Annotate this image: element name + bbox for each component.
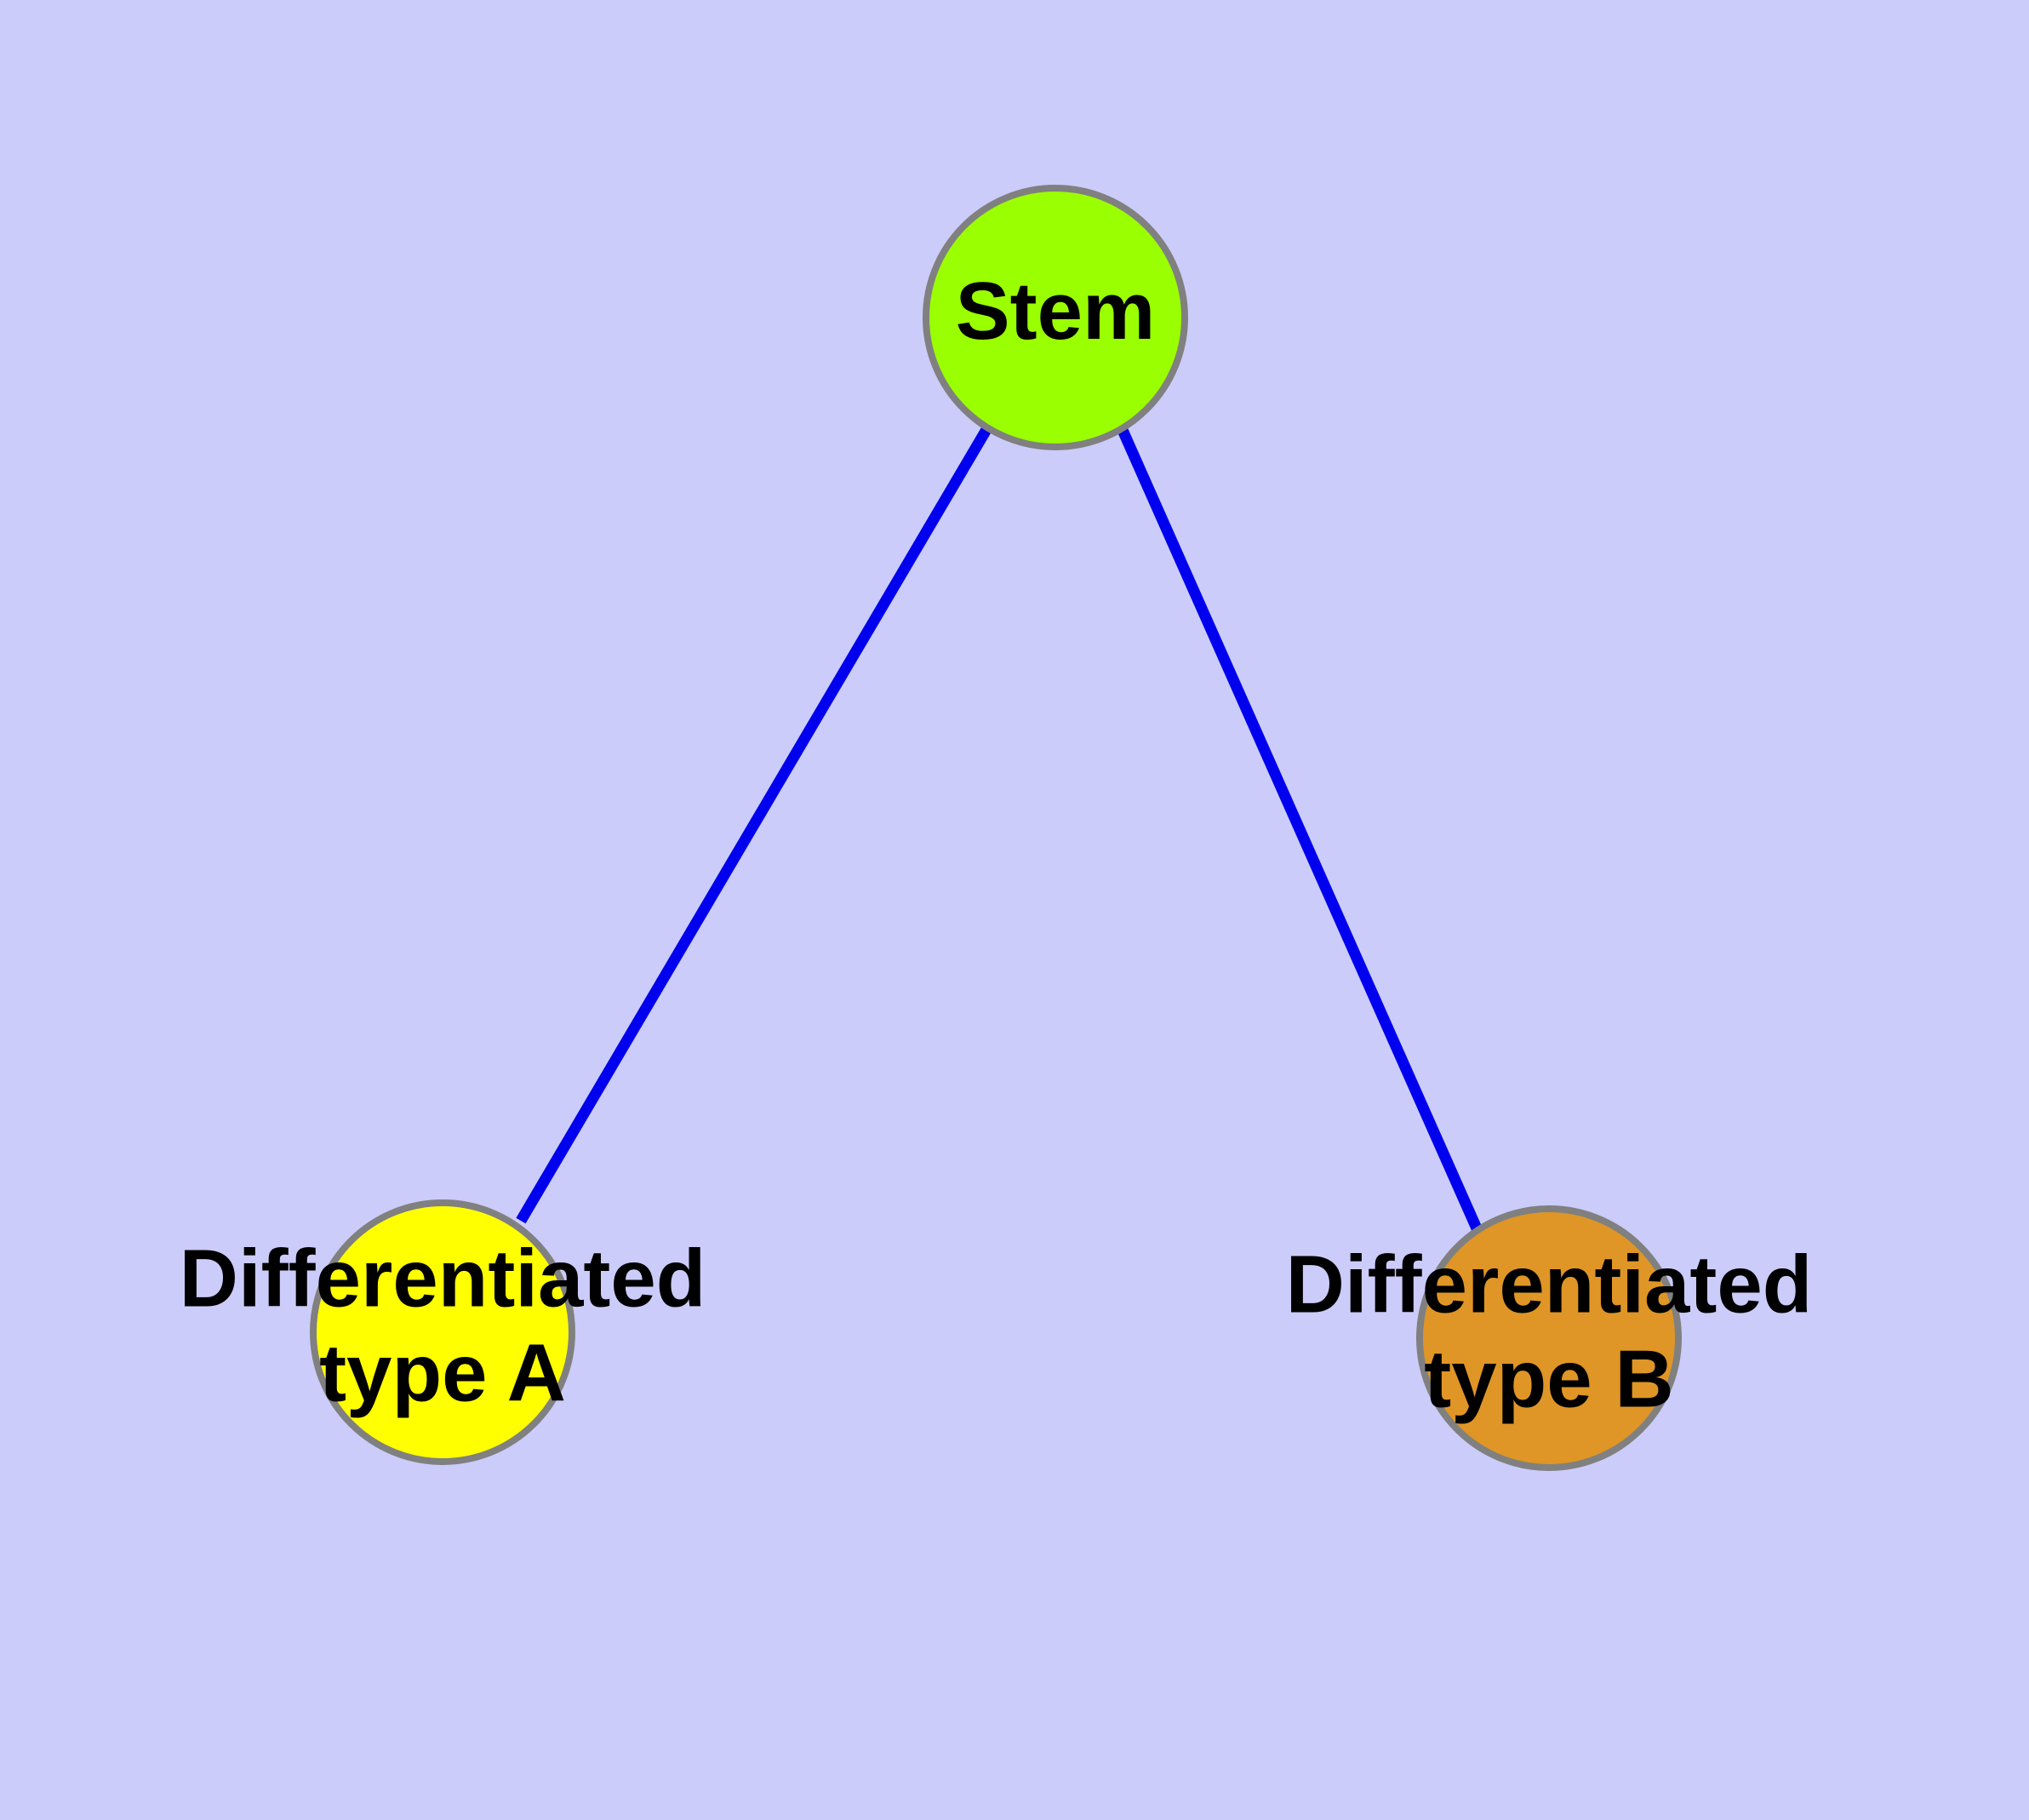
node-label-line: type B: [1424, 1334, 1673, 1425]
node-label-line: Stem: [956, 266, 1156, 357]
node-label-stem: Stem: [956, 266, 1156, 357]
node-label-line: Differentiated: [180, 1233, 706, 1325]
edge-stem-diff-a[interactable]: [516, 425, 992, 1224]
node-circle-diff_a[interactable]: [310, 1199, 575, 1465]
node-stem[interactable]: Stem: [923, 185, 1188, 450]
edges-layer: [516, 425, 1482, 1231]
edge-stem-diff-b[interactable]: [1117, 426, 1482, 1231]
node-circle-diff_b[interactable]: [1416, 1205, 1682, 1471]
node-circle-stem[interactable]: [923, 185, 1188, 450]
node-label-line: type A: [319, 1328, 566, 1419]
node-label-line: Differentiated: [1286, 1239, 1813, 1331]
